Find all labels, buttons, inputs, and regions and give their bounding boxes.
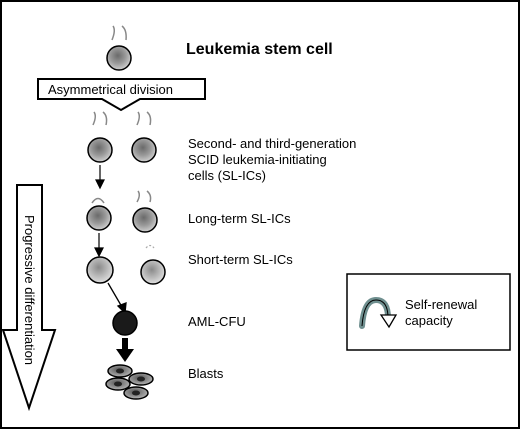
arrow-1 — [95, 165, 105, 190]
progressive-arrow — [1, 184, 57, 412]
short-term-left — [86, 256, 114, 284]
blasts-cluster — [105, 364, 154, 400]
stage-short-term: Short-term SL-ICs — [188, 252, 293, 267]
aml-cfu-cell — [112, 310, 138, 336]
curved-arrow-icon — [359, 296, 398, 329]
legend-box — [346, 273, 511, 351]
title: Leukemia stem cell — [186, 41, 333, 58]
stage-blasts: Blasts — [188, 366, 224, 381]
division-label: Asymmetrical division — [48, 82, 173, 97]
arrow-3 — [107, 282, 127, 315]
sl-ic-pair-left — [87, 111, 113, 163]
long-term-left — [86, 197, 112, 231]
legend-label-line1: Self-renewal — [405, 297, 478, 312]
division-box — [37, 78, 206, 112]
short-term-right — [140, 244, 166, 285]
legend-label-line2: capacity — [405, 313, 453, 328]
stage-aml-cfu: AML-CFU — [188, 314, 246, 329]
stage-second-generation-line1: Second- and third-generation — [188, 136, 357, 151]
stem-cell — [106, 25, 132, 71]
long-term-right — [132, 190, 158, 233]
stage-second-generation-line3: cells (SL-ICs) — [188, 168, 267, 183]
stage-second-generation-line2: SCID leukemia-initiating — [188, 152, 327, 167]
stage-long-term: Long-term SL-ICs — [188, 211, 291, 226]
sl-ic-pair-right — [131, 111, 157, 163]
arrow-4 — [116, 338, 134, 362]
arrow-2 — [94, 233, 104, 258]
progressive-differentiation-label: Progressive differentiation — [22, 214, 37, 366]
